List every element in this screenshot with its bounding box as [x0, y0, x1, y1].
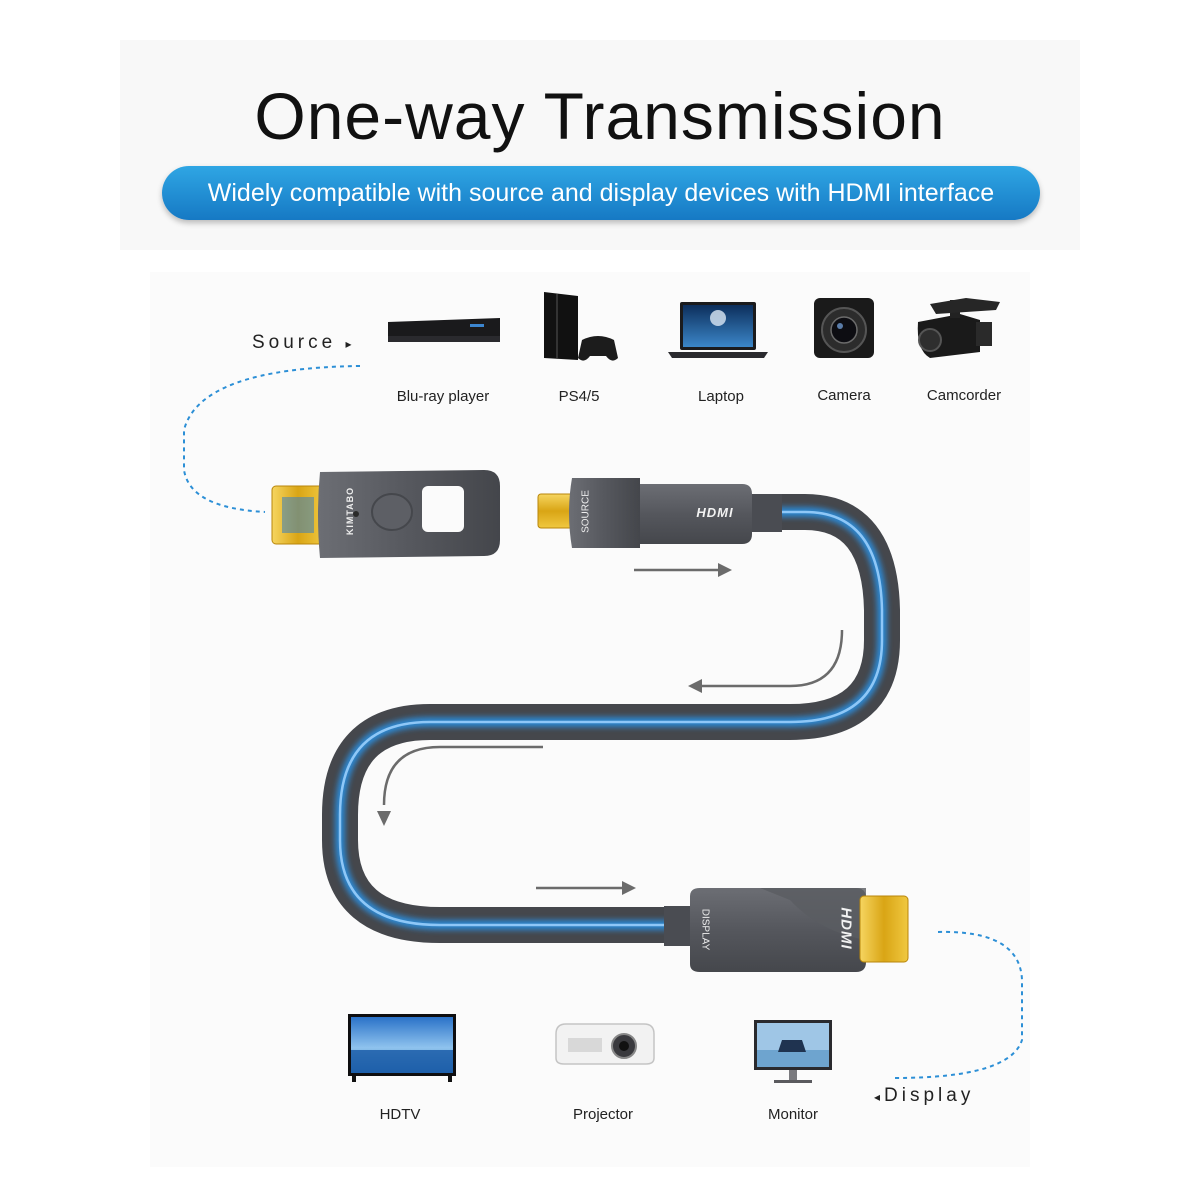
source-end-label: SOURCE [580, 490, 592, 533]
flow-arrows [377, 563, 844, 895]
source-dashed-link [183, 365, 361, 513]
game-console-icon [544, 292, 618, 361]
monitor-icon [754, 1020, 832, 1083]
adapter-brand-label: KIMTABO [345, 486, 355, 536]
laptop-icon [668, 302, 768, 358]
fiber-cable [322, 494, 900, 943]
display-hdmi-logo: HDMI [837, 907, 855, 950]
source-connector [537, 478, 782, 548]
hdmi-adapter [271, 470, 500, 558]
page-title: One-way Transmission [254, 79, 946, 153]
device-label-monitor: Monitor [767, 1106, 819, 1123]
device-label-bluray: Blu-ray player [396, 388, 490, 405]
flow-arrow-2 [700, 629, 844, 688]
tv-icon [348, 1014, 456, 1082]
display-end-label: DISPLAY [699, 908, 711, 951]
device-label-camera: Camera [817, 387, 871, 404]
device-label-projector: Projector [572, 1106, 634, 1123]
source-hdmi-logo: HDMI [696, 505, 734, 520]
bluray-player-icon [388, 318, 500, 342]
source-label: Source ▸ [252, 332, 356, 353]
projector-icon [555, 1023, 655, 1065]
device-label-camcorder: Camcorder [926, 387, 1002, 404]
display-connector [664, 888, 909, 972]
subtitle-banner: Widely compatible with source and displa… [162, 166, 1040, 220]
flow-arrow-3 [382, 745, 543, 806]
device-label-ps: PS4/5 [558, 388, 600, 405]
device-label-hdtv: HDTV [379, 1106, 421, 1123]
device-label-laptop: Laptop [698, 388, 744, 405]
camera-icon [814, 298, 874, 358]
display-dashed-link [894, 930, 1023, 1079]
camcorder-icon [917, 298, 1000, 358]
display-label: ◂Display [874, 1085, 975, 1106]
